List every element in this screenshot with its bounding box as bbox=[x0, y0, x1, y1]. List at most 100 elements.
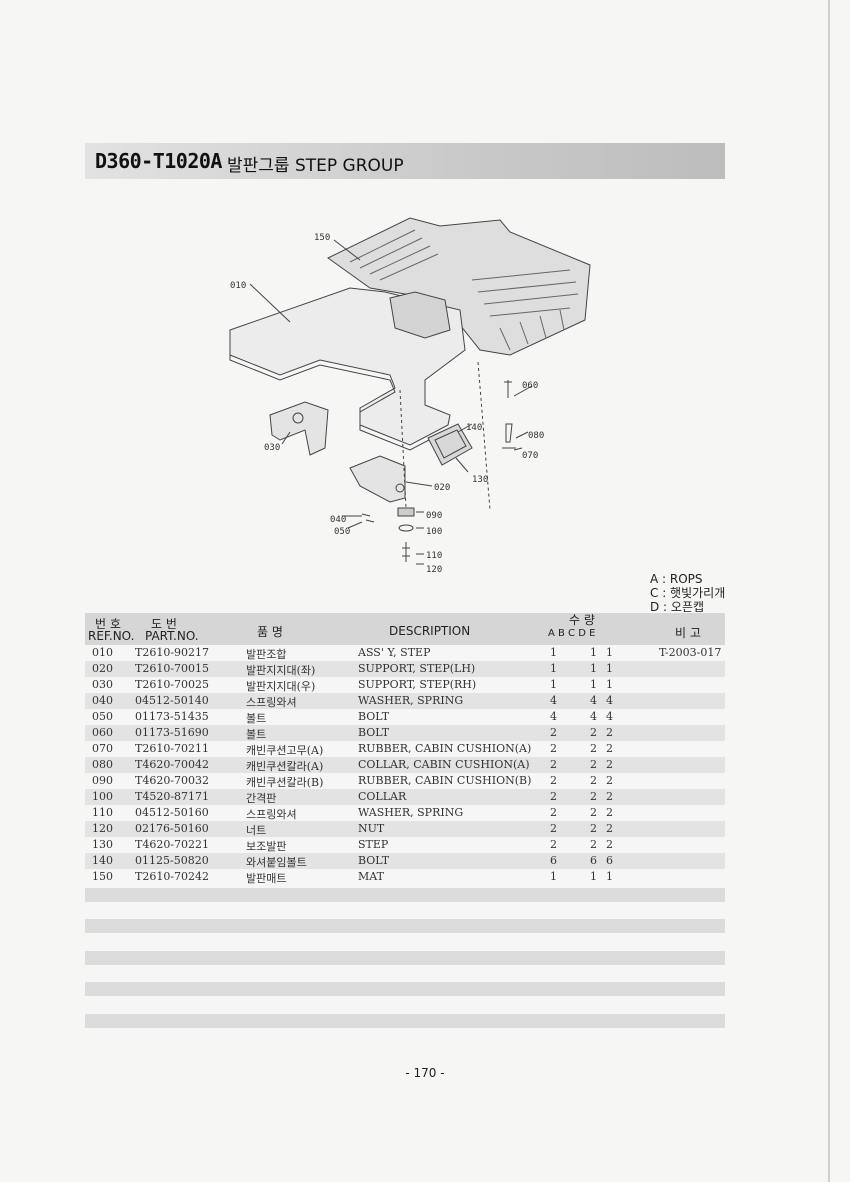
group-code: D360-T1020A bbox=[95, 149, 222, 173]
cell-c: 2 bbox=[590, 806, 597, 819]
cell-part: 01125-50820 bbox=[135, 854, 209, 867]
support-lh-outline bbox=[349, 455, 406, 503]
cell-d: 1 bbox=[606, 870, 613, 883]
cell-desc: WASHER, SPRING bbox=[358, 806, 464, 819]
callout-070: 070 bbox=[522, 451, 538, 461]
cell-d: 2 bbox=[606, 774, 613, 787]
callout-030: 030 bbox=[264, 443, 280, 453]
callout-150: 150 bbox=[314, 233, 330, 243]
cell-c: 1 bbox=[590, 870, 597, 883]
cell-a: 1 bbox=[550, 646, 557, 659]
cell-part: 04512-50140 bbox=[135, 694, 209, 707]
cell-ref: 070 bbox=[92, 742, 113, 755]
cell-d: 2 bbox=[606, 758, 613, 771]
callout-010: 010 bbox=[230, 281, 246, 291]
cell-part: 01173-51690 bbox=[135, 726, 209, 739]
callout-090: 090 bbox=[426, 511, 442, 521]
cell-ref: 150 bbox=[92, 870, 113, 883]
cell-part: T4620-70042 bbox=[135, 758, 210, 771]
cell-desc: RUBBER, CABIN CUSHION(B) bbox=[358, 774, 532, 787]
header-no-ko: 번 호 bbox=[95, 617, 121, 631]
cell-d: 4 bbox=[606, 694, 613, 707]
cell-name: 보조발판 bbox=[246, 840, 287, 853]
cell-ref: 090 bbox=[92, 774, 113, 787]
cell-d: 1 bbox=[606, 662, 613, 675]
callout-120: 120 bbox=[426, 565, 442, 575]
cell-part: T4520-87171 bbox=[135, 790, 210, 803]
callout-020: 020 bbox=[434, 483, 450, 493]
cell-ref: 130 bbox=[92, 838, 113, 851]
cell-a: 1 bbox=[550, 870, 557, 883]
group-name: 발판그룹 STEP GROUP bbox=[227, 156, 404, 176]
table-header: 번 호 REF.NO. 도 번 PART.NO. 품 명 DESCRIPTION… bbox=[85, 613, 725, 645]
cell-a: 2 bbox=[550, 838, 557, 851]
cell-desc: RUBBER, CABIN CUSHION(A) bbox=[358, 742, 532, 755]
cell-part: T4620-70221 bbox=[135, 838, 210, 851]
header-qty-columns: A B C D E bbox=[548, 628, 596, 639]
cell-name: 캐빈쿠션고무(A) bbox=[246, 744, 324, 757]
cell-ref: 020 bbox=[92, 662, 113, 675]
cell-note: T-2003-017 bbox=[659, 646, 722, 659]
cell-d: 6 bbox=[606, 854, 613, 867]
cell-ref: 140 bbox=[92, 854, 113, 867]
cell-desc: COLLAR bbox=[358, 790, 407, 803]
callout-050: 050 bbox=[334, 527, 350, 537]
empty-row-band bbox=[85, 888, 725, 902]
cell-desc: BOLT bbox=[358, 726, 390, 739]
header-no-en: REF.NO. bbox=[88, 629, 135, 643]
cell-c: 2 bbox=[590, 838, 597, 851]
header-qty-title: 수 량 bbox=[569, 613, 595, 627]
cell-a: 1 bbox=[550, 662, 557, 675]
cell-part: 04512-50160 bbox=[135, 806, 209, 819]
cell-desc: SUPPORT, STEP(RH) bbox=[358, 678, 477, 691]
cell-d: 1 bbox=[606, 678, 613, 691]
cell-ref: 010 bbox=[92, 646, 113, 659]
header-remarks: 비 고 bbox=[675, 626, 701, 640]
cell-name: 간격판 bbox=[246, 792, 277, 805]
cell-d: 2 bbox=[606, 790, 613, 803]
cell-a: 2 bbox=[550, 806, 557, 819]
cell-a: 2 bbox=[550, 742, 557, 755]
cell-a: 2 bbox=[550, 822, 557, 835]
cell-c: 1 bbox=[590, 678, 597, 691]
callout-140: 140 bbox=[466, 423, 482, 433]
cell-c: 4 bbox=[590, 710, 597, 723]
cell-name: 와셔붙임볼트 bbox=[246, 856, 307, 869]
cell-desc: STEP bbox=[358, 838, 389, 851]
callout-110: 110 bbox=[426, 551, 442, 561]
cell-c: 2 bbox=[590, 822, 597, 835]
cell-name: 볼트 bbox=[246, 712, 267, 725]
cell-part: T4620-70032 bbox=[135, 774, 210, 787]
cell-d: 2 bbox=[606, 726, 613, 739]
cell-part: T2610-70015 bbox=[135, 662, 210, 675]
cell-desc: NUT bbox=[358, 822, 385, 835]
callout-100: 100 bbox=[426, 527, 442, 537]
cell-ref: 060 bbox=[92, 726, 113, 739]
cell-part: T2610-70025 bbox=[135, 678, 210, 691]
header-name-ko: 품 명 bbox=[257, 625, 283, 639]
cell-c: 4 bbox=[590, 694, 597, 707]
cell-ref: 120 bbox=[92, 822, 113, 835]
cell-ref: 040 bbox=[92, 694, 113, 707]
header-part-ko: 도 번 bbox=[151, 617, 177, 631]
cell-a: 2 bbox=[550, 758, 557, 771]
cell-ref: 050 bbox=[92, 710, 113, 723]
cell-name: 스프링와셔 bbox=[246, 808, 297, 821]
callout-080: 080 bbox=[528, 431, 544, 441]
cell-a: 2 bbox=[550, 790, 557, 803]
page-number: - 170 - bbox=[405, 1066, 445, 1080]
aux-step-outline bbox=[427, 423, 473, 466]
cell-name: 발판조합 bbox=[246, 648, 287, 661]
cell-d: 4 bbox=[606, 710, 613, 723]
